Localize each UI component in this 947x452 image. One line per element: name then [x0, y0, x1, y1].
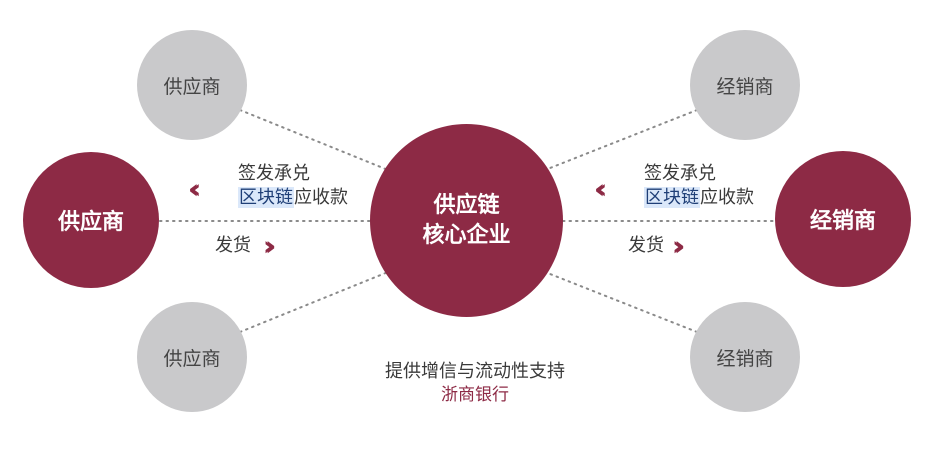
bank-caption: 提供增信与流动性支持 浙商银行 — [370, 360, 580, 406]
left-issue-label: 签发承兑 区块链应收款 — [238, 162, 348, 210]
left-double-chevron-left-icon: ‹‹ — [188, 174, 202, 205]
link-supplier-bottom — [239, 271, 389, 333]
left-issue-text: 签发承兑 — [238, 163, 310, 184]
distributor-node-main: 经销商 — [775, 151, 911, 287]
core-line-2: 核心企业 — [422, 222, 511, 248]
right-double-chevron-right-icon: ›› — [672, 231, 686, 262]
supplier-node-top: 供应商 — [137, 30, 247, 140]
right-receivable-line: 区块链应收款 — [644, 186, 754, 210]
right-ship-label: 发货 — [628, 235, 664, 256]
left-double-chevron-right-icon: ›› — [263, 231, 277, 262]
distributor-node-bottom: 经销商 — [690, 302, 800, 412]
link-distributor-bottom — [544, 271, 698, 333]
supplier-node-bottom: 供应商 — [137, 302, 247, 412]
link-distributor-top — [544, 109, 698, 171]
supplier-node-main: 供应商 — [23, 152, 159, 288]
caption-main-text: 提供增信与流动性支持 — [385, 361, 565, 382]
core-line-1: 供应链 — [433, 192, 500, 218]
left-receivable-text: 应收款 — [294, 187, 348, 208]
left-receivable-line: 区块链应收款 — [238, 186, 348, 210]
left-blockchain-highlight: 区块链 — [238, 187, 294, 208]
right-blockchain-highlight: 区块链 — [644, 187, 700, 208]
left-ship-label: 发货 — [215, 235, 251, 256]
right-receivable-text: 应收款 — [700, 187, 754, 208]
core-enterprise-node: 供应链 核心企业 — [370, 124, 563, 317]
right-issue-label: 签发承兑 区块链应收款 — [644, 162, 754, 210]
link-supplier-top — [239, 109, 389, 171]
right-double-chevron-left-icon: ‹‹ — [594, 174, 608, 205]
caption-bank-name: 浙商银行 — [441, 385, 509, 405]
right-issue-text: 签发承兑 — [644, 163, 716, 184]
distributor-node-top: 经销商 — [690, 30, 800, 140]
